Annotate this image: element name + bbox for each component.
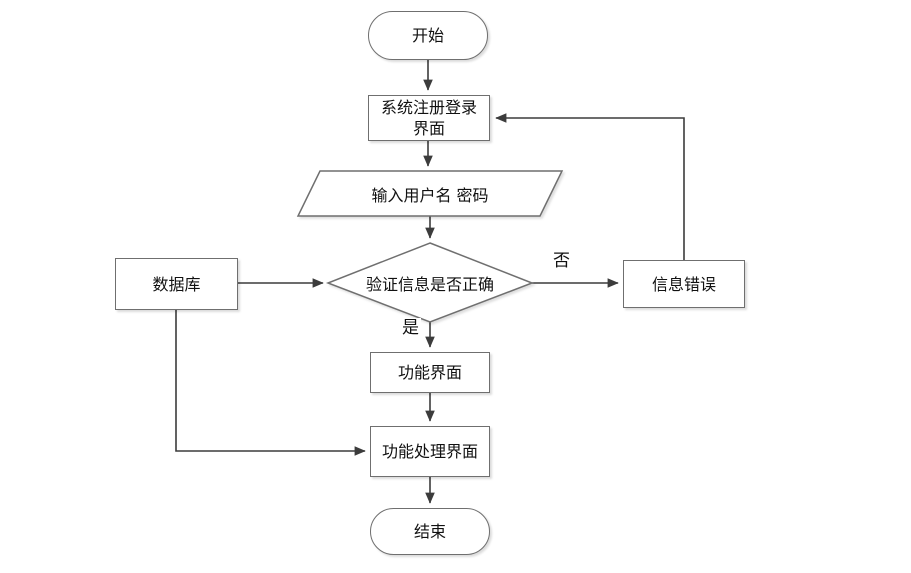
- node-func: 功能界面: [370, 352, 490, 393]
- edge-label-no: 否: [551, 251, 572, 271]
- node-login-label-line1: 系统注册登录: [380, 98, 477, 117]
- node-funcproc-label: 功能处理界面: [381, 442, 478, 461]
- node-start: 开始: [368, 11, 488, 60]
- node-funcproc: 功能处理界面: [370, 426, 490, 477]
- node-input-parallelogram: [296, 170, 564, 217]
- node-end: 结束: [370, 508, 490, 555]
- node-database: 数据库: [115, 258, 238, 310]
- edge-label-yes: 是: [400, 318, 421, 338]
- node-database-label: 数据库: [152, 274, 201, 294]
- node-error-label: 信息错误: [651, 274, 716, 294]
- node-verify-diamond: [325, 242, 535, 323]
- node-func-label: 功能界面: [397, 363, 462, 382]
- node-error: 信息错误: [623, 260, 745, 308]
- node-input-label: 输入用户名 密码: [371, 185, 489, 205]
- node-login: 系统注册登录 界面: [368, 95, 490, 141]
- node-start-label: 开始: [411, 26, 444, 45]
- node-login-label-line2: 界面: [412, 119, 445, 138]
- edge-database-to-funcproc: [175, 310, 366, 456]
- edge-error-to-login: [495, 113, 685, 260]
- node-verify-label: 验证信息是否正确: [365, 274, 494, 294]
- node-end-label: 结束: [413, 522, 446, 541]
